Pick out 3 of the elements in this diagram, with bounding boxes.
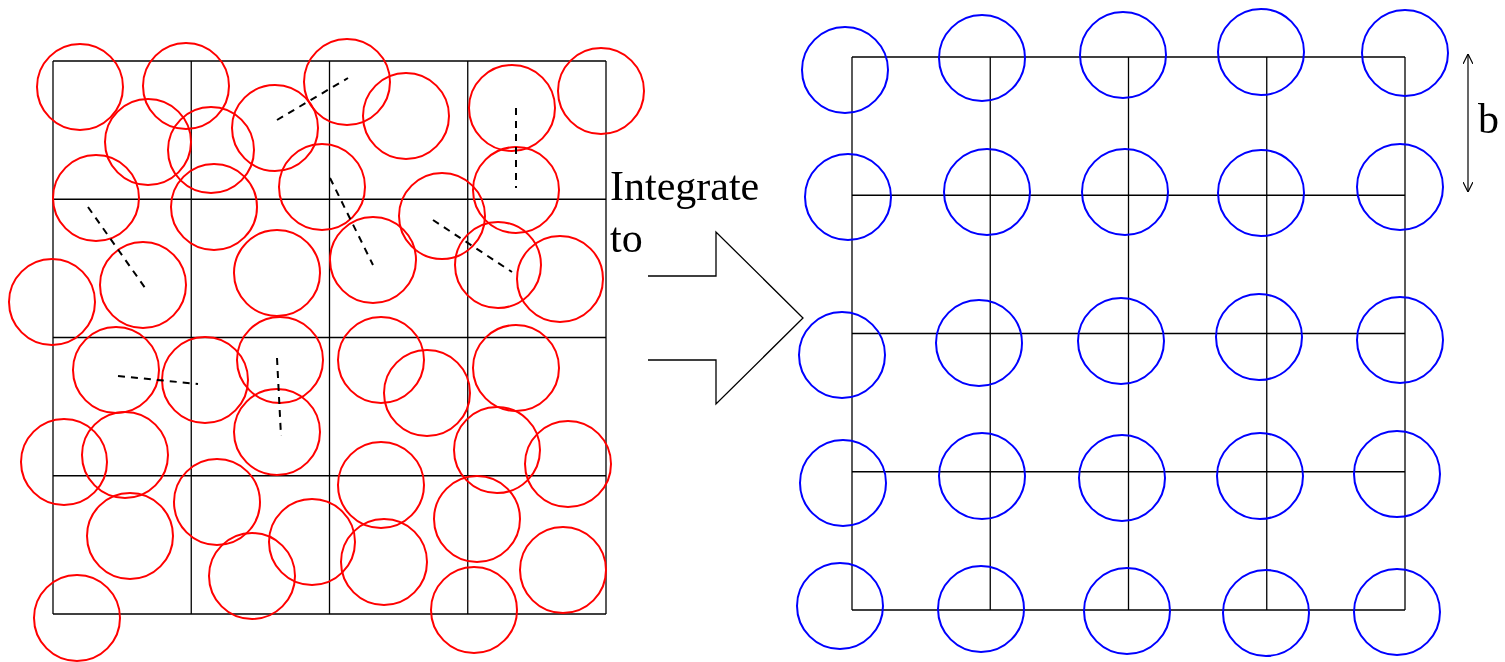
circle-grid-drawing <box>795 8 1450 660</box>
dimension-label: b <box>1478 96 1499 142</box>
edge-label: Integrate to <box>610 162 761 263</box>
